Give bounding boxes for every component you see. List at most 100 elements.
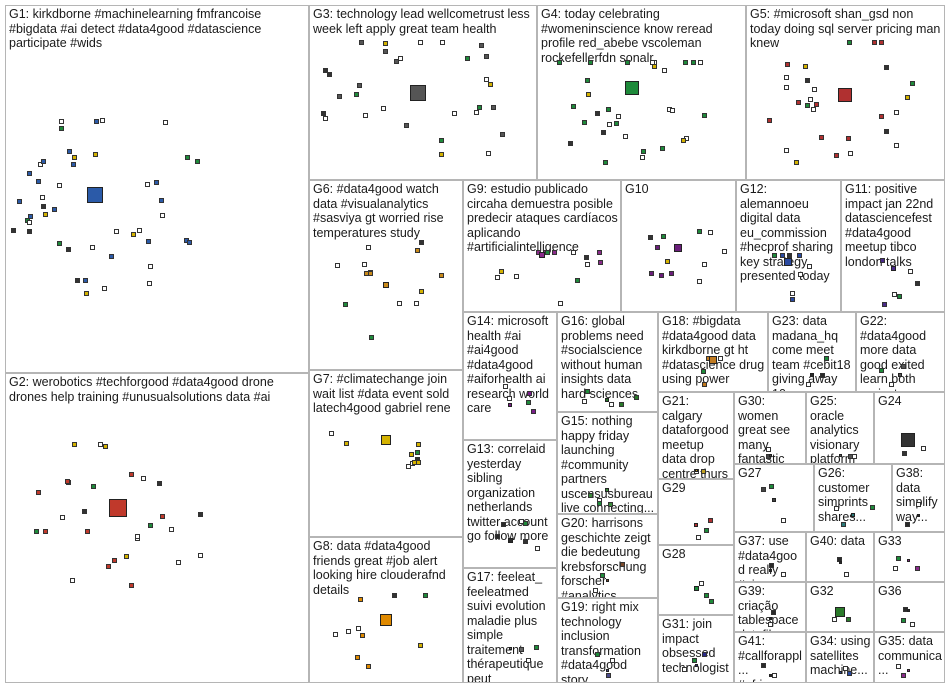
node[interactable]: [843, 572, 849, 577]
node[interactable]: [157, 480, 163, 486]
node[interactable]: [409, 451, 415, 457]
node[interactable]: [184, 155, 190, 161]
node[interactable]: [594, 651, 600, 657]
node[interactable]: [124, 554, 130, 560]
hub-node[interactable]: [87, 187, 103, 203]
node[interactable]: [871, 40, 877, 45]
node[interactable]: [344, 440, 350, 446]
node[interactable]: [70, 161, 76, 167]
node[interactable]: [498, 269, 504, 275]
hub-node[interactable]: [694, 468, 698, 472]
node[interactable]: [588, 493, 594, 499]
node[interactable]: [595, 110, 601, 116]
node[interactable]: [99, 118, 105, 124]
node[interactable]: [59, 125, 65, 131]
node[interactable]: [476, 104, 482, 110]
node[interactable]: [41, 158, 47, 164]
node[interactable]: [878, 113, 884, 119]
node[interactable]: [136, 228, 142, 234]
node[interactable]: [681, 137, 687, 143]
node[interactable]: [392, 592, 398, 598]
node[interactable]: [452, 110, 458, 116]
node[interactable]: [904, 95, 910, 101]
node[interactable]: [884, 64, 890, 70]
group-panel-g34[interactable]: G34: using satellites machine...: [806, 632, 874, 683]
node[interactable]: [625, 60, 631, 65]
node[interactable]: [606, 121, 612, 127]
node[interactable]: [901, 673, 907, 678]
group-panel-g8[interactable]: G8: data #data4good friends great #job a…: [309, 537, 463, 683]
node[interactable]: [655, 245, 661, 251]
node[interactable]: [354, 92, 360, 98]
hub-node[interactable]: [380, 614, 392, 626]
node[interactable]: [852, 454, 858, 459]
node[interactable]: [698, 580, 704, 586]
node[interactable]: [544, 250, 550, 255]
node[interactable]: [418, 40, 424, 45]
node[interactable]: [567, 140, 573, 146]
node[interactable]: [581, 399, 587, 405]
group-panel-g12[interactable]: G12: alemannoeu digital data eu_commissi…: [736, 180, 841, 312]
node[interactable]: [337, 94, 343, 100]
group-panel-g24[interactable]: G24: [874, 392, 945, 464]
node[interactable]: [147, 281, 153, 287]
node[interactable]: [847, 40, 853, 45]
node[interactable]: [682, 60, 688, 65]
node[interactable]: [910, 80, 916, 86]
node[interactable]: [584, 388, 590, 394]
node[interactable]: [439, 152, 445, 158]
node[interactable]: [135, 533, 141, 539]
node[interactable]: [130, 232, 136, 237]
node[interactable]: [696, 229, 702, 235]
node[interactable]: [770, 609, 776, 615]
node[interactable]: [154, 179, 160, 185]
node[interactable]: [597, 250, 603, 255]
group-panel-g20[interactable]: G20: harrisons geschichte zeigt die bede…: [557, 514, 658, 598]
node[interactable]: [702, 262, 708, 268]
node[interactable]: [439, 40, 445, 45]
node[interactable]: [485, 150, 491, 156]
node[interactable]: [796, 252, 802, 258]
node[interactable]: [832, 617, 838, 623]
node[interactable]: [895, 664, 901, 670]
group-panel-g26[interactable]: G26: customer simprints shares...: [814, 464, 892, 532]
node[interactable]: [843, 666, 849, 672]
hub-node[interactable]: [768, 673, 772, 677]
node[interactable]: [894, 109, 900, 115]
node[interactable]: [781, 518, 787, 524]
node[interactable]: [332, 632, 338, 638]
node[interactable]: [67, 148, 73, 154]
node[interactable]: [525, 657, 531, 663]
group-panel-g35[interactable]: G35: data communica...: [874, 632, 945, 683]
group-panel-g19[interactable]: G19: right mix technology inclusion tran…: [557, 598, 658, 683]
node[interactable]: [534, 546, 540, 552]
hub-node[interactable]: [381, 435, 391, 445]
node[interactable]: [534, 644, 540, 650]
node[interactable]: [587, 60, 593, 65]
node[interactable]: [364, 271, 370, 277]
node[interactable]: [514, 273, 520, 279]
node[interactable]: [81, 509, 87, 515]
node[interactable]: [322, 68, 328, 73]
hub-node[interactable]: [906, 608, 910, 612]
hub-node[interactable]: [768, 453, 772, 457]
node[interactable]: [415, 248, 421, 254]
node[interactable]: [784, 74, 790, 80]
hub-node[interactable]: [906, 668, 910, 672]
node[interactable]: [585, 78, 591, 84]
node[interactable]: [522, 539, 528, 545]
node[interactable]: [810, 106, 816, 112]
hub-node[interactable]: [109, 499, 127, 517]
node[interactable]: [90, 483, 96, 489]
node[interactable]: [557, 60, 563, 65]
node[interactable]: [618, 402, 624, 407]
group-panel-g28[interactable]: G28: [658, 545, 734, 615]
hub-node[interactable]: [906, 558, 910, 562]
hub-node[interactable]: [898, 373, 902, 377]
node[interactable]: [488, 82, 494, 88]
node[interactable]: [162, 119, 168, 125]
node[interactable]: [650, 60, 656, 65]
node[interactable]: [28, 214, 34, 220]
node[interactable]: [593, 588, 599, 593]
group-panel-g37[interactable]: G37: use #data4good really #ai...: [734, 532, 806, 582]
